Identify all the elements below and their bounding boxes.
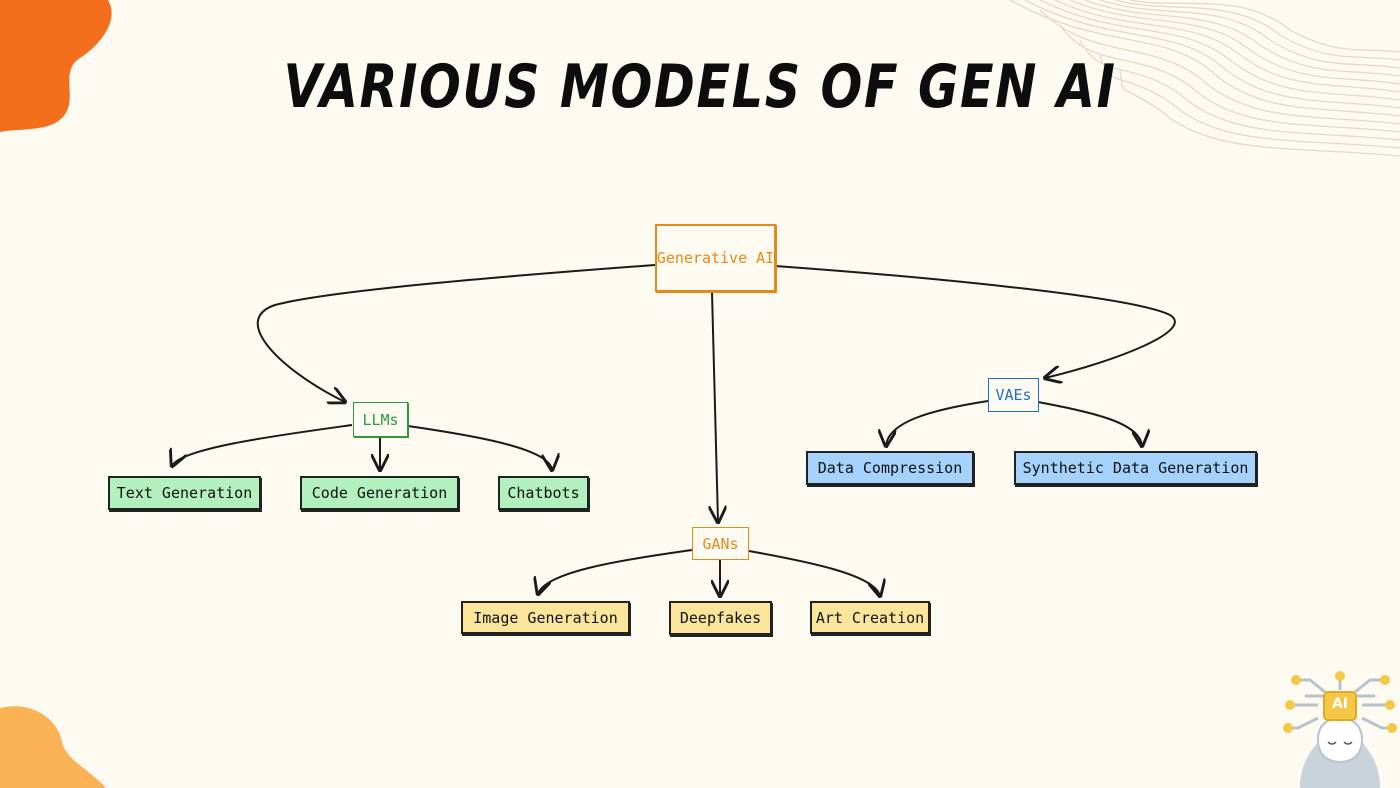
node-llms: LLMs	[353, 402, 408, 437]
arrow-vaes-to-datacomp	[886, 400, 989, 446]
arrow-vaes-to-synthetic	[1037, 401, 1142, 446]
node-vaes: VAEs	[988, 378, 1039, 412]
orange-blob-bottom-left	[0, 706, 106, 788]
wavy-lines-top-right	[1009, 0, 1400, 157]
page-title: VARIOUS MODELS OF GEN AI	[283, 52, 1117, 122]
ai-chip	[1323, 691, 1357, 721]
orange-blob-top-left	[0, 0, 112, 132]
node-text-generation: Text Generation	[108, 476, 261, 510]
node-data-compression: Data Compression	[806, 451, 974, 485]
node-image-generation: Image Generation	[461, 601, 630, 634]
node-synthetic-data-generation: Synthetic Data Generation	[1014, 451, 1257, 485]
ai-chip-label: AI	[1331, 696, 1349, 712]
arrow-llms-to-chatbots	[407, 425, 552, 470]
node-code-generation: Code Generation	[300, 476, 459, 510]
node-deepfakes: Deepfakes	[669, 601, 772, 635]
arrow-root-to-llms	[256, 264, 656, 402]
arrow-gans-to-art	[748, 550, 880, 596]
node-chatbots: Chatbots	[498, 476, 589, 510]
node-gans: GANs	[692, 527, 749, 560]
node-art-creation: Art Creation	[810, 601, 930, 634]
arrow-llms-to-text	[172, 424, 353, 466]
node-generative-ai: Generative AI	[655, 224, 776, 292]
arrow-gans-to-image	[538, 549, 693, 594]
arrow-root-to-vaes	[774, 265, 1176, 378]
arrow-root-to-gans	[712, 291, 718, 522]
